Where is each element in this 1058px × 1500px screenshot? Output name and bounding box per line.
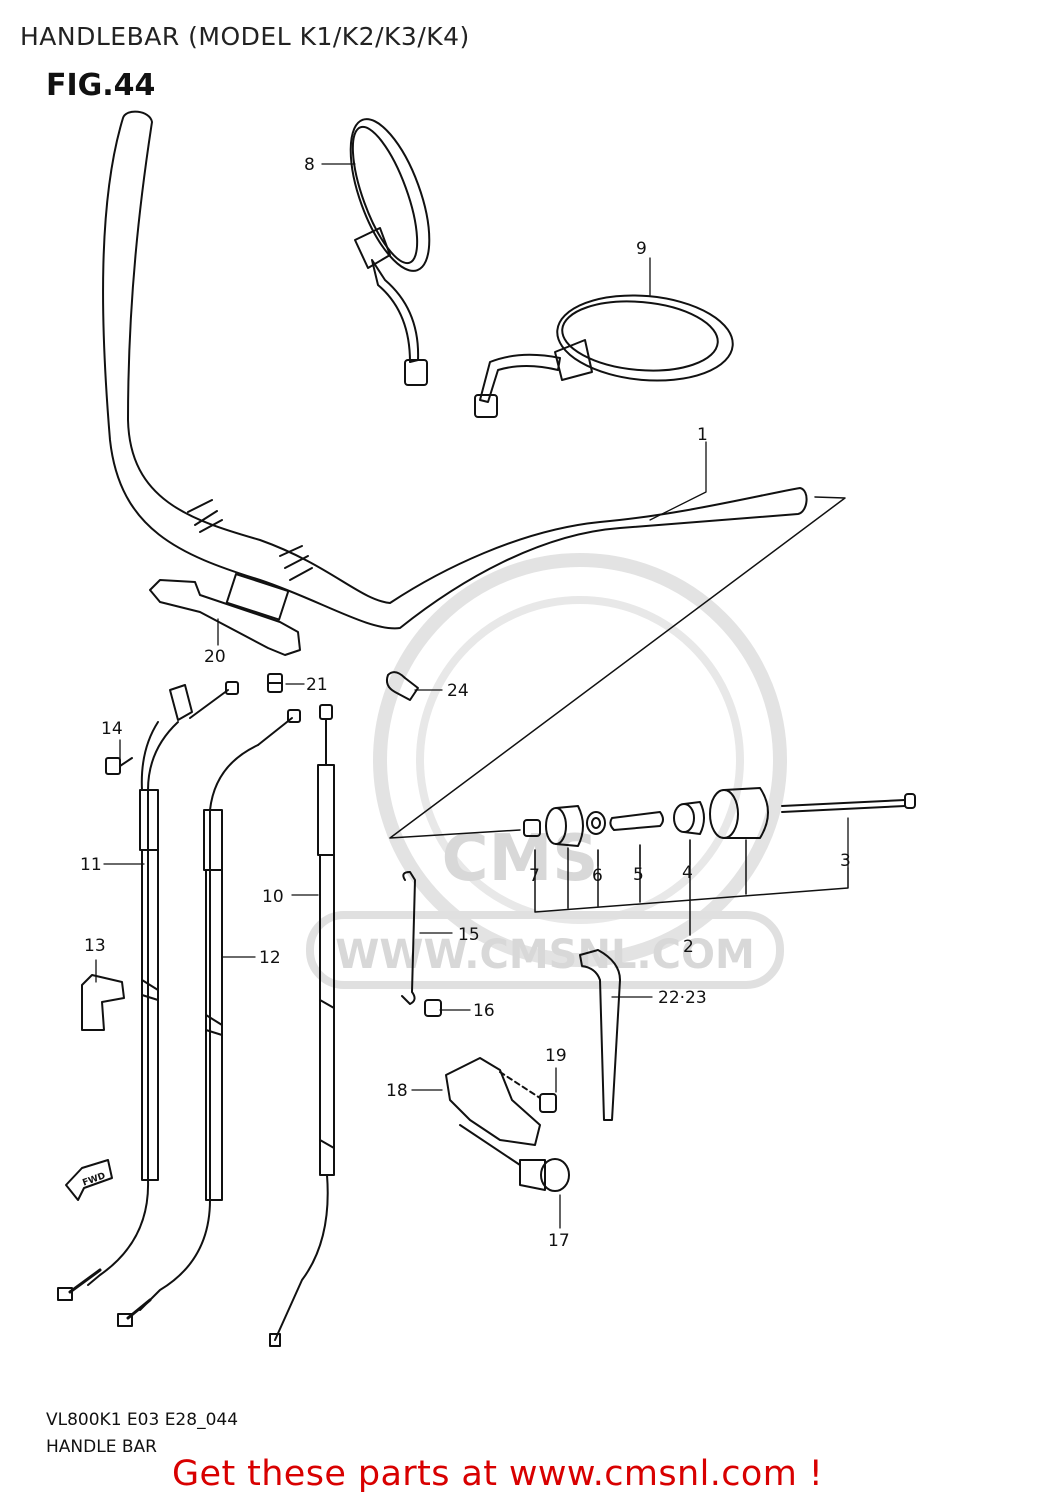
screw-3 <box>781 793 916 813</box>
callout-8: 8 <box>304 155 315 175</box>
callout-bracket-2 <box>534 839 849 936</box>
nut-7 <box>523 819 541 837</box>
bracket-13 <box>81 974 125 1031</box>
promo-banner-link[interactable]: Get these parts at www.cmsnl.com ! <box>172 1454 824 1494</box>
callout-12: 12 <box>259 948 281 968</box>
callout-7: 7 <box>529 866 540 886</box>
bolt-21 <box>267 673 283 693</box>
callout-19: 19 <box>545 1046 567 1066</box>
tie-band <box>579 949 621 1121</box>
callout-labels: 1 2 3 4 5 6 7 8 9 10 11 12 13 14 15 16 1… <box>80 155 851 1251</box>
callout-20: 20 <box>204 647 226 667</box>
callout-13: 13 <box>84 936 106 956</box>
callout-3: 3 <box>840 851 851 871</box>
callout-6: 6 <box>592 866 603 886</box>
handlebar <box>102 110 808 630</box>
collar-6 <box>586 811 606 835</box>
watermark-url-text: WWW.CMSNL.COM <box>335 932 755 978</box>
callout-15: 15 <box>458 925 480 945</box>
callout-1: 1 <box>697 425 708 445</box>
diagram-name: HANDLE BAR <box>46 1437 157 1457</box>
callout-22-23: 22·23 <box>658 988 707 1008</box>
grip-band-2 <box>279 545 313 581</box>
spacer-side <box>545 805 584 847</box>
mirror-left <box>349 118 431 386</box>
damper-4 <box>673 801 705 835</box>
choke-bracket-18 <box>445 1057 541 1146</box>
diagram-code: VL800K1 E03 E28_044 <box>46 1410 239 1430</box>
cable-12 <box>117 709 301 1327</box>
callout-2: 2 <box>683 937 694 957</box>
page-title: HANDLEBAR (MODEL K1/K2/K3/K4) <box>20 22 470 51</box>
callout-14: 14 <box>101 719 123 739</box>
choke-knob-17 <box>459 1124 570 1192</box>
callout-21: 21 <box>306 675 328 695</box>
mirror-right <box>474 294 734 418</box>
watermark-logo-text: CMS <box>442 822 599 896</box>
watermark-logo: CMS WWW.CMSNL.COM <box>306 553 787 989</box>
cable-10 <box>269 704 335 1347</box>
callout-16: 16 <box>473 1001 495 1021</box>
callout-10: 10 <box>262 887 284 907</box>
callout-4: 4 <box>682 863 693 883</box>
callout-18: 18 <box>386 1081 408 1101</box>
leader-lines <box>95 163 849 1229</box>
bolt-19 <box>499 1071 557 1113</box>
fwd-label: FWD <box>81 1171 107 1188</box>
bolt-14 <box>105 757 133 775</box>
callout-9: 9 <box>636 239 647 259</box>
figure-number: FIG.44 <box>46 68 156 103</box>
assembly-guide-line <box>389 496 846 839</box>
cable-11 <box>57 681 239 1301</box>
callout-17: 17 <box>548 1231 570 1251</box>
pipe-5 <box>609 811 664 831</box>
clip-15 <box>401 871 416 1005</box>
bolt-16 <box>424 999 442 1017</box>
bracket-20 <box>149 573 301 656</box>
bar-end-2 <box>709 787 769 839</box>
callout-24: 24 <box>447 681 469 701</box>
callout-5: 5 <box>633 865 644 885</box>
callout-11: 11 <box>80 855 102 875</box>
grip-band-1 <box>187 499 223 533</box>
forward-arrow <box>65 1159 113 1201</box>
clamp-24 <box>385 671 419 701</box>
